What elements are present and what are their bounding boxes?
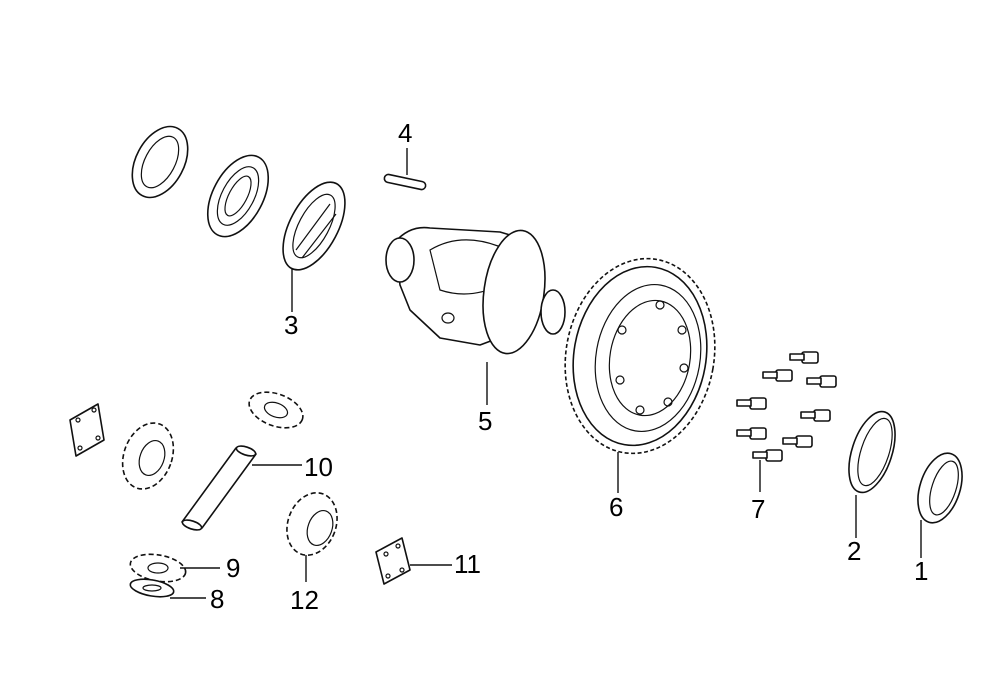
callout-6: 6	[609, 492, 624, 522]
side-gear-left	[121, 422, 175, 490]
bearing-top	[206, 154, 270, 238]
callout-5: 5	[478, 406, 493, 436]
race-part-1	[917, 452, 963, 524]
callout-4: 4	[398, 118, 413, 148]
differential-case-part-5	[385, 226, 566, 355]
callout-1: 1	[914, 556, 929, 586]
callout-12: 12	[290, 585, 319, 615]
spacer-part-2	[848, 410, 896, 494]
side-gear-part-12	[286, 492, 338, 556]
callout-9: 9	[226, 553, 241, 583]
pin-part-4	[383, 173, 427, 191]
thrust-washer-left	[69, 403, 105, 457]
pinion-shaft-part-10	[181, 445, 257, 531]
thrust-washer-part-11	[375, 537, 411, 585]
callout-8: 8	[210, 584, 225, 614]
shim-part-3	[282, 181, 346, 271]
callout-11: 11	[454, 549, 481, 579]
bearing-race-top	[131, 125, 189, 199]
callout-10: 10	[304, 452, 333, 482]
ring-gear-part-6	[564, 257, 716, 455]
callout-2: 2	[847, 536, 862, 566]
callout-7: 7	[751, 494, 766, 524]
pinion-gear-top	[248, 391, 304, 429]
bolts-part-7	[736, 351, 837, 462]
pinion-gear-part-9	[129, 553, 187, 583]
washer-part-8	[129, 578, 175, 598]
callout-3: 3	[284, 310, 299, 340]
